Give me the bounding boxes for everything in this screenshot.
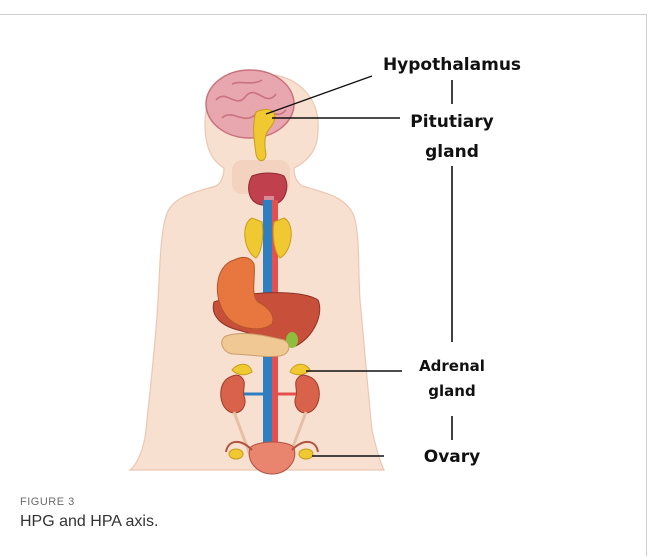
ovary-left-icon <box>229 449 243 459</box>
label-adrenal-line1: Adrenal <box>372 355 532 377</box>
ovary-right-icon <box>299 449 313 459</box>
label-ovary: Ovary <box>372 446 532 468</box>
label-adrenal-line2: gland <box>372 380 532 402</box>
figure-caption: HPG and HPA axis. <box>20 513 158 531</box>
kidney-left-icon <box>221 375 245 413</box>
label-hypothalamus: Hypothalamus <box>372 54 532 76</box>
kidney-right-icon <box>295 375 319 413</box>
brain-icon <box>206 70 294 138</box>
label-pituitary-line1: Pitutiary <box>372 111 532 133</box>
figure-number: FIGURE 3 <box>20 496 75 508</box>
label-pituitary-line2: gland <box>372 141 532 163</box>
